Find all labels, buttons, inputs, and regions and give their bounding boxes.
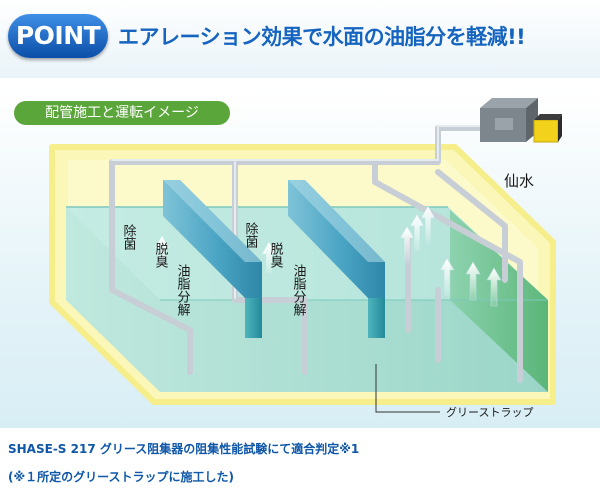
baffle-left [163, 180, 262, 338]
diagram-tag: 配管施工と運転イメージ [14, 101, 230, 125]
aeration-device-icon [480, 98, 562, 143]
label-oil-decompose-2: 油脂分解 [291, 264, 307, 317]
grease-trap-leader [375, 364, 440, 413]
test-condition-note: (※１所定のグリーストラップに施工した) [8, 470, 235, 484]
headline: エアレーション効果で水面の油脂分を軽減!! [118, 25, 526, 49]
label-oil-decompose-1: 油脂分解 [175, 264, 191, 317]
label-sterilize-1: 除菌 [121, 224, 137, 250]
label-senmizu: 仙水 [504, 172, 534, 190]
header-band: POINT エアレーション効果で水面の油脂分を軽減!! [0, 0, 600, 78]
label-deodorize-1: 脱臭 [153, 242, 169, 268]
bubble-arrows-left [155, 236, 276, 274]
bubble-arrows-right [399, 205, 502, 307]
label-grease-trap: グリーストラップ [446, 405, 533, 419]
test-result-note: SHASE-S 217 グリース阻集器の阻集性能試験にて適合判定※1 [8, 442, 360, 456]
baffle-right [288, 180, 385, 338]
point-badge: POINT [8, 14, 108, 58]
label-deodorize-2: 脱臭 [268, 242, 284, 268]
label-sterilize-2: 除菌 [243, 222, 259, 248]
